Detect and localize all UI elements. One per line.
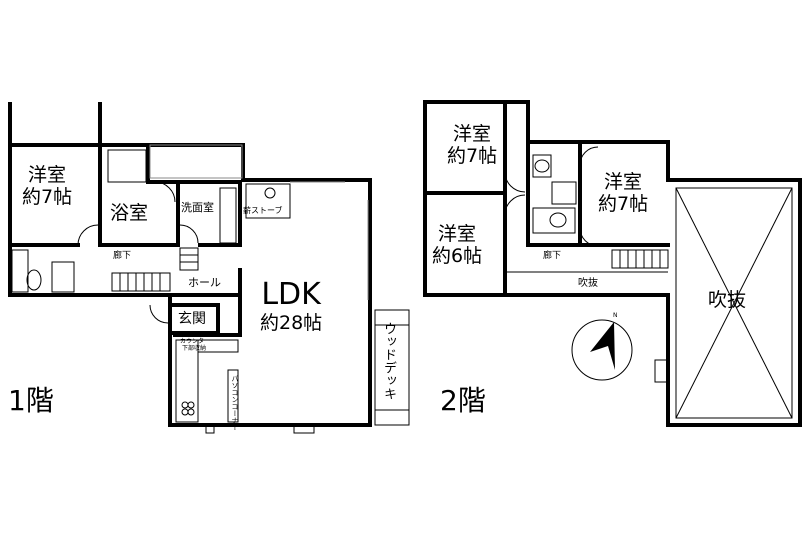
- floor1-pc-desk: [227, 369, 239, 423]
- floor2-void-small-label: 吹抜: [578, 278, 598, 289]
- floor1-door-entrance: [149, 304, 169, 324]
- floor1-bath-tub: [107, 149, 147, 183]
- floor2-void-large-label: 吹抜: [708, 289, 747, 311]
- floor1-entrance-label: 玄関: [178, 311, 206, 327]
- floor1-plan: [8, 102, 410, 434]
- floor1-ldk-name: LDK: [261, 277, 321, 312]
- floor1-outer-wall: [8, 102, 372, 427]
- floor1-bath-label: 浴室: [110, 202, 149, 224]
- floor2-roomB-label: 洋室 約6帖: [432, 223, 483, 268]
- floor1-ldk-size: 約28帖: [260, 311, 323, 334]
- floor2-roomC-label: 洋室 約7帖: [598, 171, 649, 216]
- floor1-stairs: [111, 247, 199, 292]
- floor1-stove-box: [245, 183, 291, 219]
- floor2-corridor-label: 廊下: [543, 251, 562, 261]
- floor2-outer-wall: [423, 100, 802, 427]
- floor1-door-wash: [179, 224, 199, 244]
- floor1-toilet-room: [11, 249, 29, 293]
- floor1-bath-wall: [98, 143, 180, 247]
- floor1-wood-deck: [374, 309, 410, 426]
- floor1-pc-corner-label: パソコンコーナー: [231, 375, 240, 431]
- floor1-deck-label: ウッドデッキ: [380, 322, 396, 400]
- floor1-wash-counter: [219, 187, 237, 244]
- compass: [571, 319, 633, 381]
- floor2-storage: [551, 181, 577, 205]
- floor1-door-western: [77, 224, 99, 246]
- floor1-counter-sub-label: 下部収納: [182, 345, 207, 352]
- floor1-door-bath: [154, 181, 176, 203]
- floor1-western-wall: [8, 143, 102, 247]
- floor1-wash-basin: [51, 261, 75, 293]
- floor2-toilet-a: [532, 154, 552, 178]
- floor2-roomB-size: 約6帖: [432, 244, 483, 267]
- floor1-stove-label: 薪ストーブ: [243, 206, 283, 215]
- floor1-washroom-label: 洗面室: [181, 201, 214, 214]
- floor1-wash-wall: [176, 180, 242, 247]
- floor2-roomA-size: 約7帖: [447, 144, 498, 167]
- floor1-western-name: 洋室: [28, 164, 67, 186]
- floor1-label: 1階: [8, 384, 54, 417]
- floor2-toilet-b: [532, 207, 576, 234]
- floor1-kitchen-storage: [197, 339, 239, 353]
- floor2-roomB-name: 洋室: [438, 223, 477, 245]
- floor2-center-wall: [526, 140, 582, 247]
- floor1-kitchen-counter: [175, 339, 199, 423]
- compass-label: N: [613, 312, 618, 319]
- floor1-western-size: 約7帖: [22, 185, 73, 208]
- floor2-plan: [423, 100, 802, 427]
- floor2-roomC-size: 約7帖: [598, 192, 649, 215]
- floor2-roomA-name: 洋室: [453, 123, 492, 145]
- floor1-stove-icon: [264, 187, 276, 199]
- floor1-western-room-label: 洋室 約7帖: [22, 164, 73, 209]
- floor2-roomC-name: 洋室: [604, 171, 643, 193]
- floor1-bath-annex: [149, 144, 243, 179]
- floor2-label: 2階: [440, 384, 486, 417]
- floor1-corridor-label: 廊下: [113, 251, 132, 261]
- floor1-hall-label: ホール: [188, 276, 221, 289]
- floor2-roomA-label: 洋室 約7帖: [447, 123, 498, 168]
- floor1-toilet-bowl: [26, 269, 42, 291]
- floor2-void-cross-b: [675, 187, 793, 419]
- floor2-stairs: [611, 249, 669, 269]
- floor1-counter-label: カウンター: [180, 338, 211, 345]
- floor1-ldk-label: LDK 約28帖: [260, 277, 323, 334]
